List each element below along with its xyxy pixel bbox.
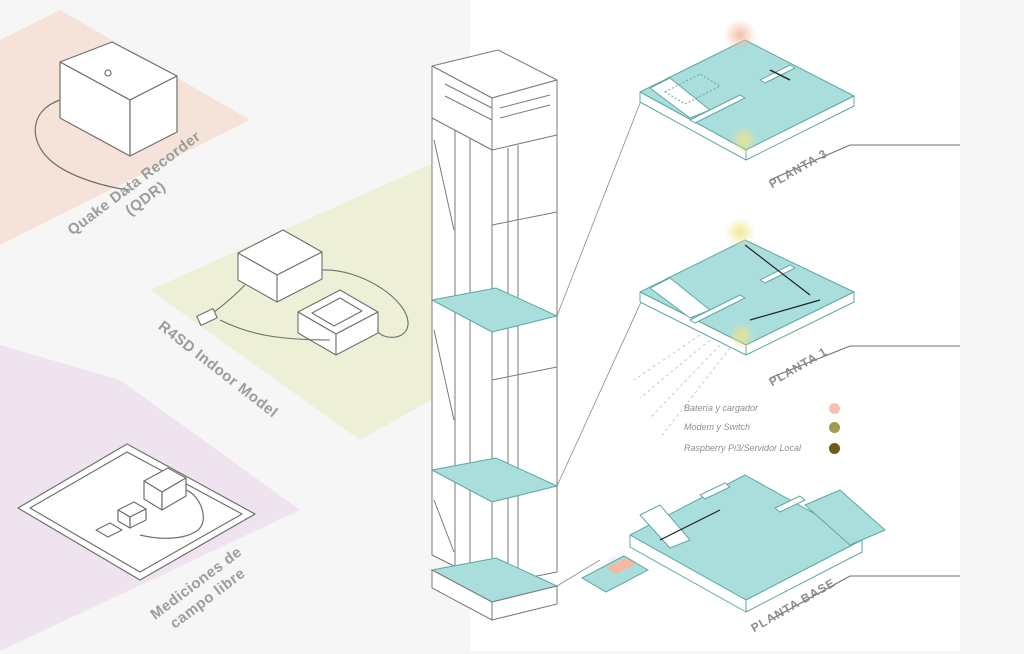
r4sd-device — [196, 229, 409, 356]
qdr-device — [34, 41, 178, 191]
field-pit — [17, 443, 256, 581]
legend-item-battery: Batería y cargador — [684, 400, 840, 416]
planta3-leader — [769, 144, 851, 181]
r4sd-band — [150, 160, 440, 440]
planta1-dashed-links — [633, 334, 731, 439]
legend-label-raspberry: Raspberry Pi3/Servidor Local — [684, 443, 802, 453]
planta-1-plan — [639, 239, 855, 356]
planta-base-leader — [769, 575, 851, 621]
legend-dot-battery — [829, 402, 840, 414]
planta3-glow-yellow — [730, 126, 758, 154]
legend-item-raspberry: Raspberry Pi3/Servidor Local — [684, 440, 840, 456]
planta3-glow-orange — [724, 19, 756, 51]
planta1-glow-yellow-top — [725, 217, 755, 247]
planta1-glow-yellow-bottom — [728, 322, 756, 350]
legend-label-modem: Modem y Switch — [684, 422, 751, 432]
planta-base-device — [580, 552, 650, 593]
legend-dot-modem — [829, 421, 840, 433]
planta-3-plan — [639, 39, 855, 161]
planta-base-plan — [629, 474, 886, 613]
legend-label-battery: Batería y cargador — [684, 403, 759, 413]
tower-base — [431, 569, 558, 621]
legend-dot-raspberry — [829, 442, 840, 454]
planta1-leader — [769, 345, 851, 379]
connector-lines — [556, 97, 643, 587]
legend-item-modem: Modem y Switch — [684, 419, 840, 435]
